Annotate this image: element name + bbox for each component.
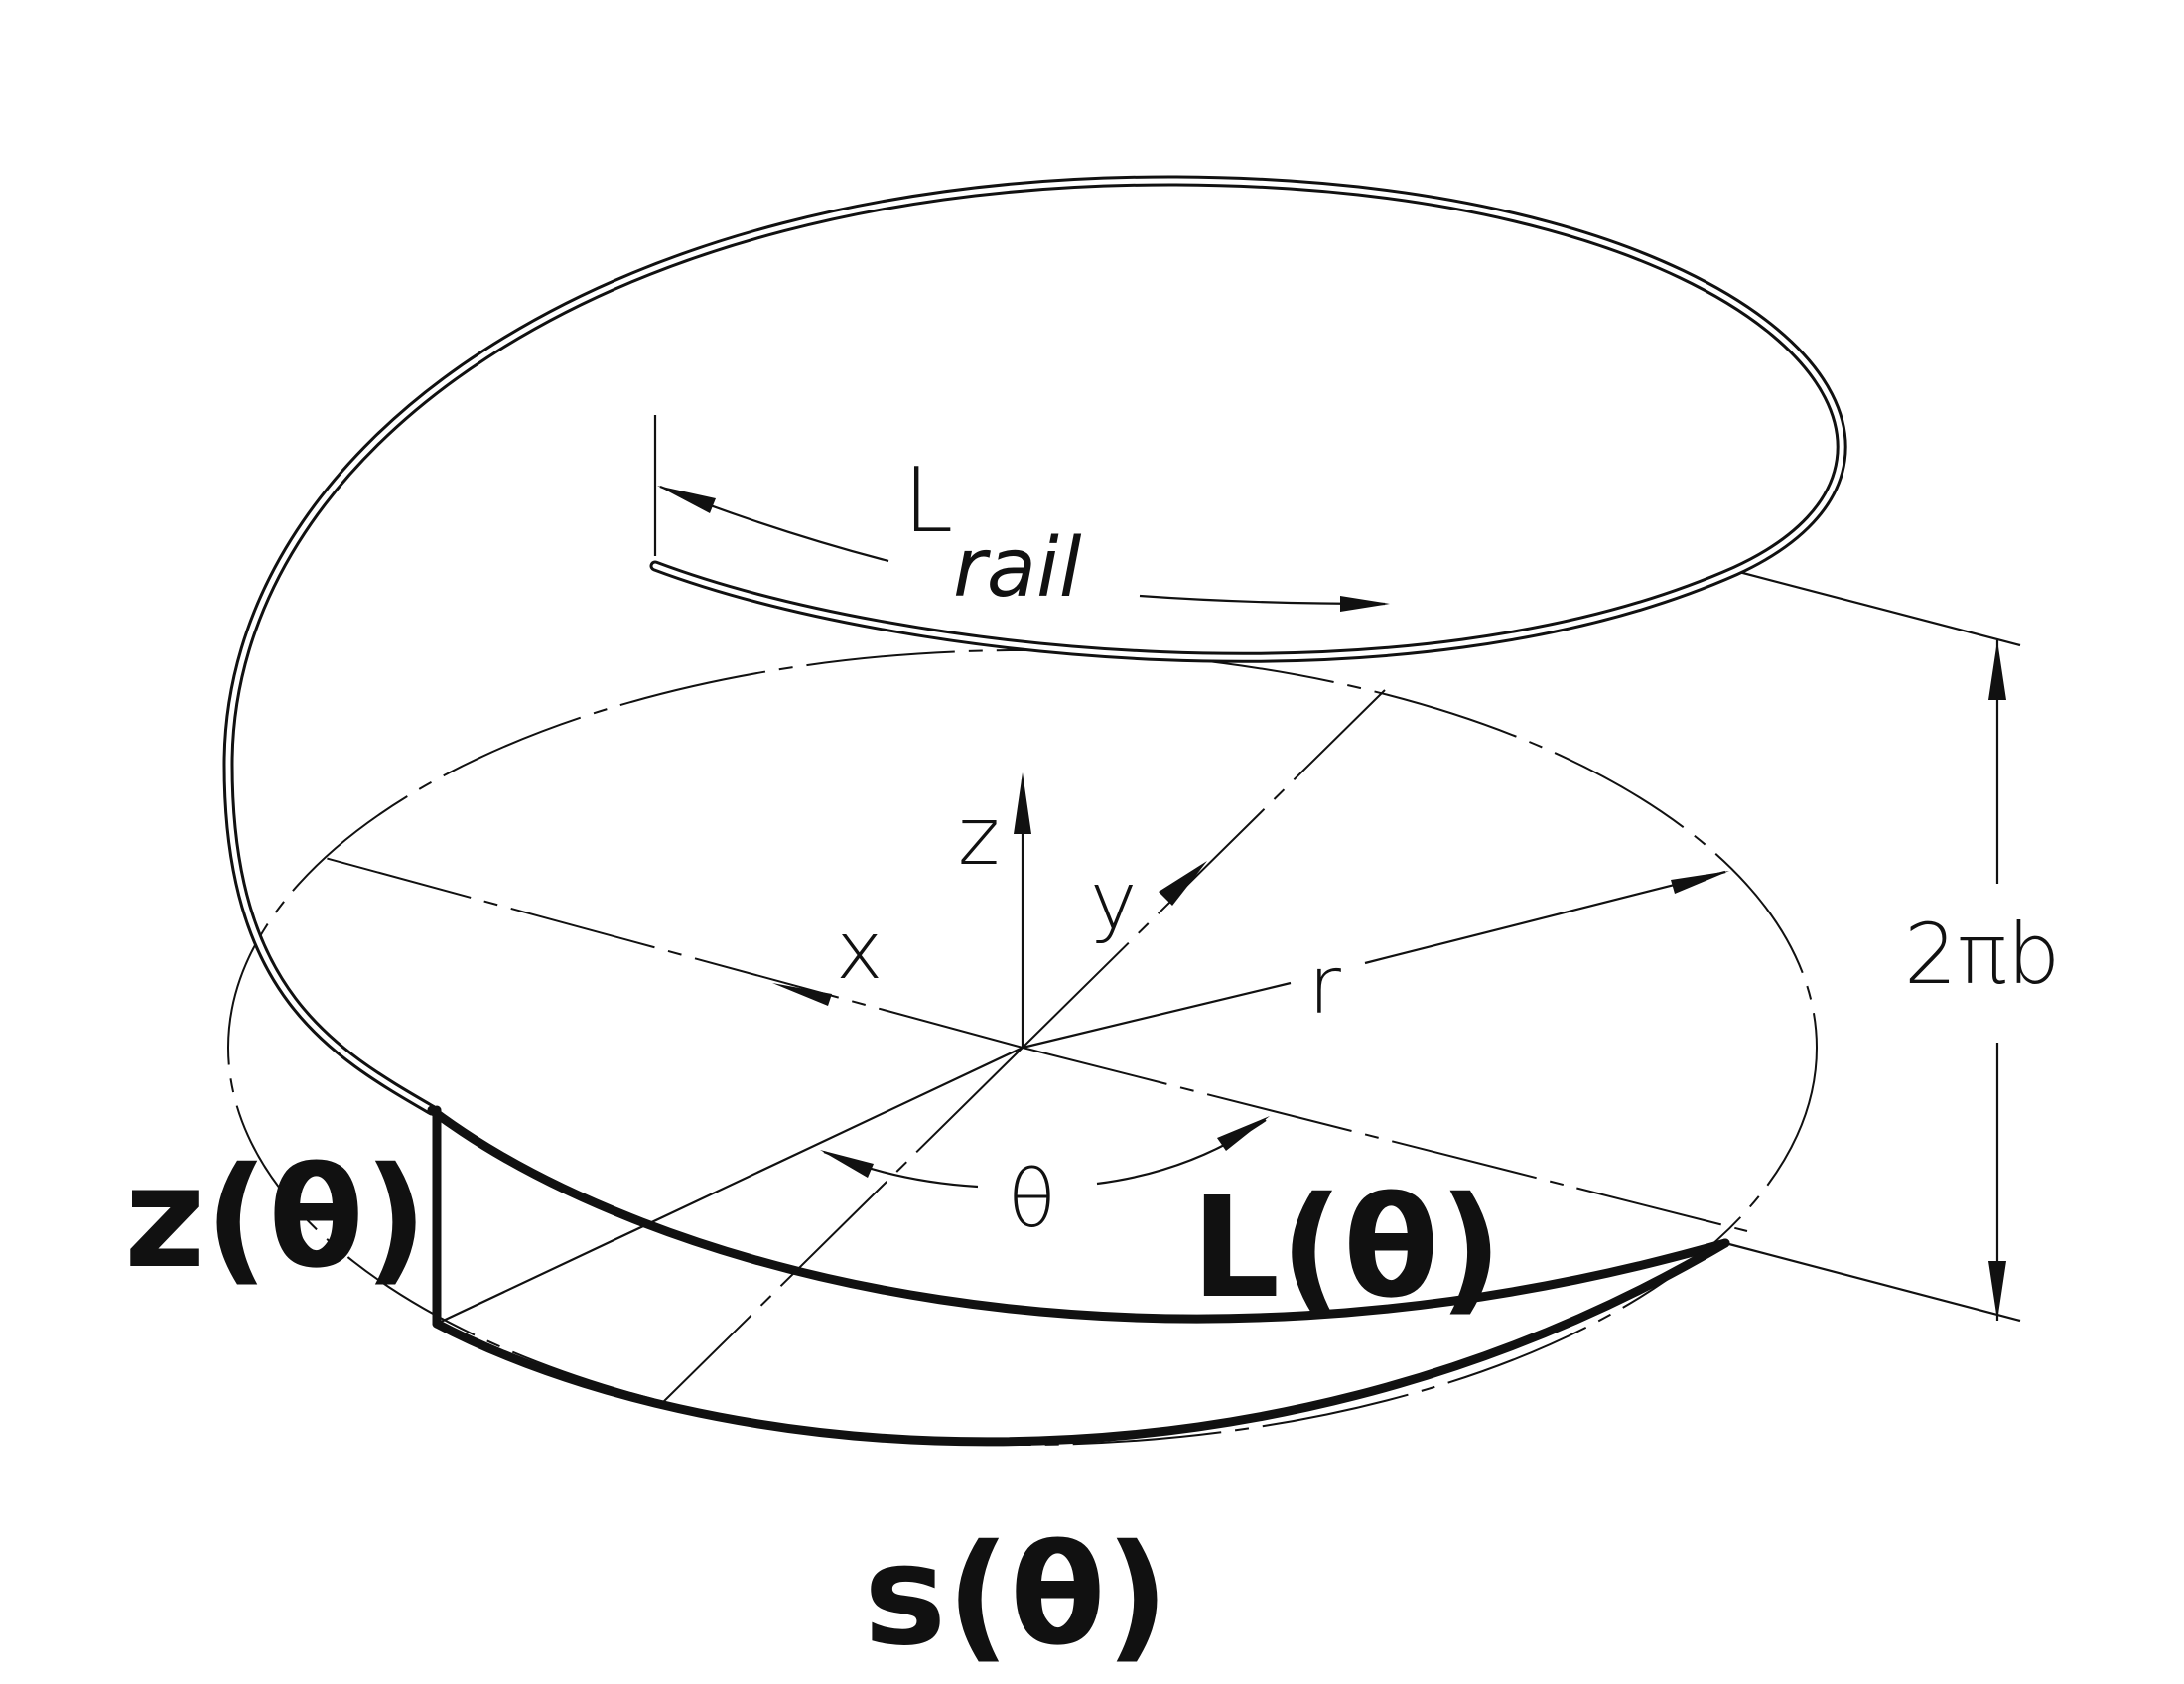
theta-arrowhead-left: [820, 1150, 874, 1178]
pitch-extension-top: [1734, 569, 2021, 647]
pitch-label: 2πb: [1904, 906, 2060, 1003]
l-theta-curve: [427, 1105, 1730, 1324]
x-axis-label: x: [836, 905, 883, 997]
radius-label: r: [1308, 939, 1341, 1032]
y-axis-label: y: [1090, 855, 1137, 947]
s-theta-curve: [432, 1238, 1730, 1447]
radius-line: [1022, 981, 1292, 1050]
pitch-arrowhead-top: [1988, 640, 2006, 700]
l-rail-subscript: rail: [953, 521, 1082, 616]
z-axis-label: z: [958, 790, 1000, 883]
pitch-arrowhead-bottom: [1988, 1261, 2006, 1321]
radius-arrowhead: [1671, 871, 1729, 894]
helix-rail: [222, 175, 1847, 1116]
s-theta-label: s(θ): [864, 1515, 1168, 1677]
y-axis-arrowhead: [1159, 861, 1207, 906]
l-rail-arrowhead-right: [1340, 596, 1390, 612]
y-axis-line: [659, 689, 1386, 1406]
l-rail-label: L: [903, 449, 953, 553]
z-axis-arrowhead: [1014, 772, 1031, 834]
x-axis-arrowhead: [772, 983, 832, 1006]
chord-line: [436, 1047, 1024, 1325]
theta-label: θ: [1008, 1153, 1056, 1245]
l-rail-arrowhead-left: [657, 486, 716, 513]
x-axis-line: [317, 855, 1748, 1232]
radius-line-outer: [1364, 870, 1726, 965]
pitch-extension-bottom: [1724, 1241, 2021, 1323]
theta-arrowhead-right: [1217, 1116, 1270, 1151]
z-theta-label: z(θ): [124, 1138, 428, 1300]
l-theta-label: L(θ): [1191, 1168, 1502, 1330]
